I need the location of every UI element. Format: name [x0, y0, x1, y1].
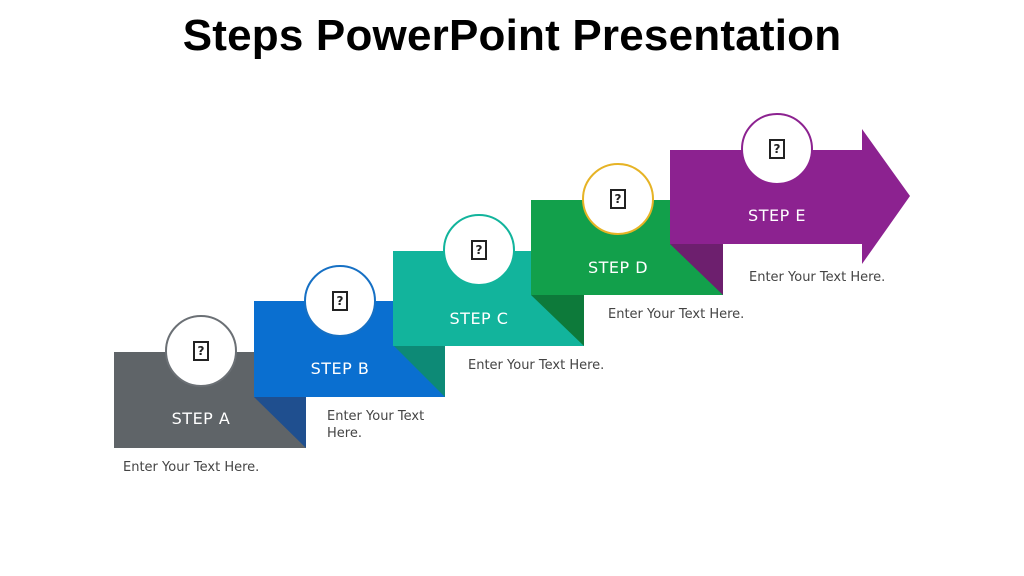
step-a-label: STEP A	[171, 409, 231, 428]
step-b-label: STEP B	[310, 359, 370, 378]
step-e-circle: ?	[741, 113, 813, 185]
step-a-text: Enter Your Text Here.	[123, 460, 260, 475]
step-b-circle: ?	[304, 265, 376, 337]
step-c-label: STEP C	[449, 309, 509, 328]
step-c-circle: ?	[443, 214, 515, 286]
step-b-fold	[394, 346, 445, 397]
step-b-text: Enter Your Text Here.	[327, 409, 425, 441]
step-d-fold	[670, 244, 723, 295]
step-e-text: Enter Your Text Here.	[749, 270, 886, 285]
placeholder-icon: ?	[769, 139, 785, 159]
step-a-circle: ?	[165, 315, 237, 387]
step-e-arrow	[670, 129, 910, 264]
placeholder-icon: ?	[471, 240, 487, 260]
placeholder-icon: ?	[610, 189, 626, 209]
step-c-text: Enter Your Text Here.	[468, 358, 605, 373]
placeholder-icon: ?	[193, 341, 209, 361]
step-d-label: STEP D	[587, 258, 649, 277]
page-title: Steps PowerPoint Presentation	[182, 11, 842, 60]
step-e-label: STEP E	[748, 206, 806, 225]
step-d-circle: ?	[582, 163, 654, 235]
step-d-text: Enter Your Text Here.	[608, 307, 745, 322]
step-a-fold	[254, 397, 306, 448]
step-c-fold	[531, 295, 584, 346]
placeholder-icon: ?	[332, 291, 348, 311]
